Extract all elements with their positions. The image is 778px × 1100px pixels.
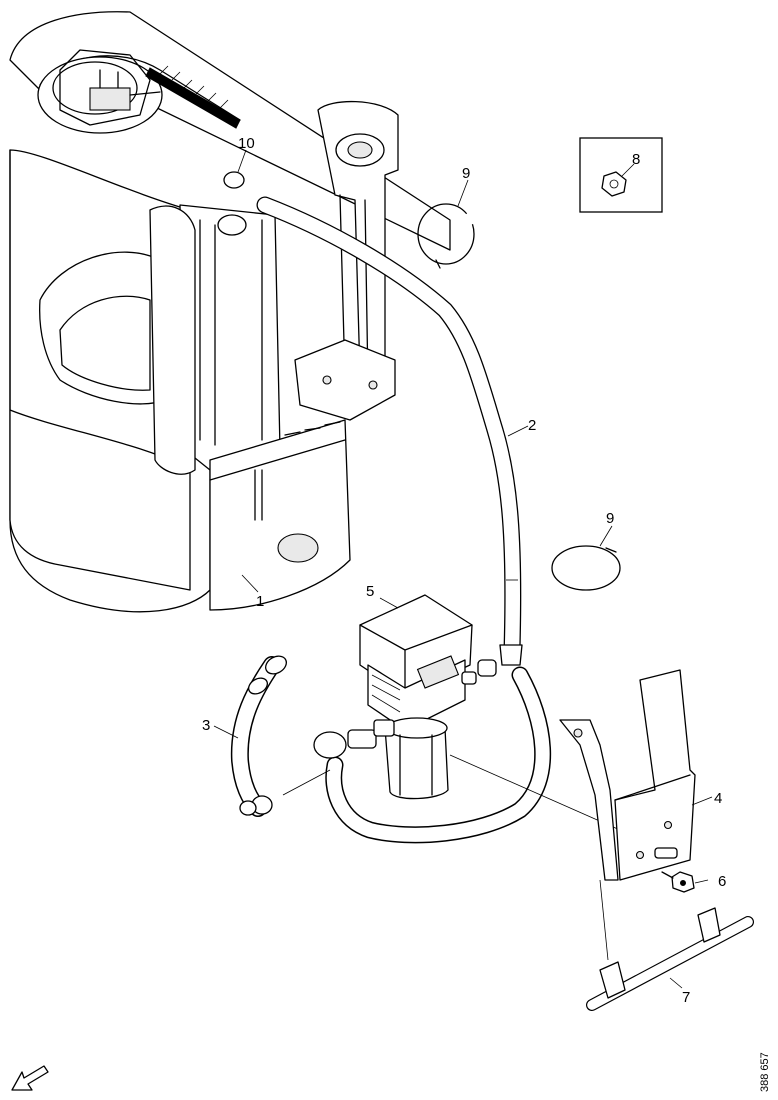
hatch-strip <box>145 65 241 129</box>
bolt <box>661 871 695 893</box>
tank-assembly <box>9 11 451 613</box>
callout-2: 2 <box>528 417 536 434</box>
callout-3: 3 <box>202 717 210 734</box>
small-hose <box>230 655 287 817</box>
callout-1: 1 <box>256 593 264 610</box>
clamp-upper <box>417 203 475 269</box>
arrow-down-left-icon <box>11 1065 49 1091</box>
upper-pipe <box>256 196 523 666</box>
leader-lines <box>213 179 713 989</box>
hex-nut-icon <box>601 171 627 197</box>
clamp-lower <box>551 545 621 591</box>
callout-6: 6 <box>718 873 726 890</box>
callout-9-lower: 9 <box>606 510 614 527</box>
nut-detail-box <box>579 137 663 213</box>
callout-5: 5 <box>366 583 374 600</box>
callout-4: 4 <box>714 790 722 807</box>
support-bar <box>586 907 754 1011</box>
pump-unit <box>282 594 621 844</box>
document-id: 388 657 <box>759 1052 771 1092</box>
callout-9-upper: 9 <box>462 165 470 182</box>
callout-8: 8 <box>632 151 640 168</box>
callout-7: 7 <box>682 989 690 1006</box>
mounting-bracket <box>559 669 696 961</box>
callout-10: 10 <box>238 135 255 152</box>
